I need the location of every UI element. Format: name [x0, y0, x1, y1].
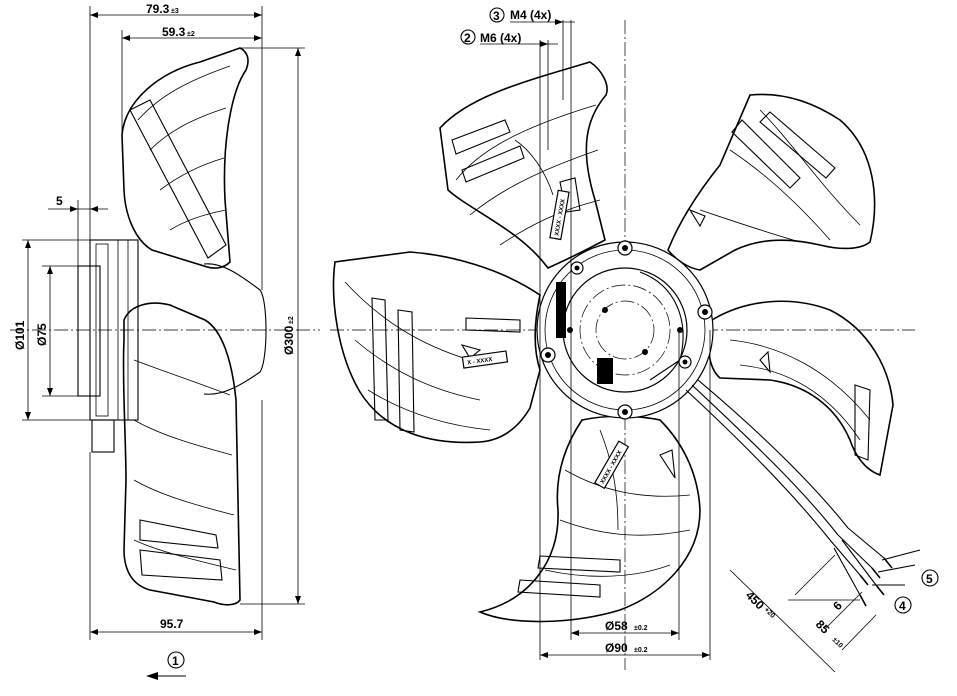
bolt-circle-90	[579, 284, 671, 376]
svg-text:2: 2	[464, 31, 471, 45]
svg-text:3: 3	[493, 9, 500, 23]
motor-stator	[562, 267, 688, 393]
dim-blade-depth-tol: ±2	[187, 31, 195, 38]
side-view: 79.3 ±3 59.3 ±2 5 Ø101 Ø75	[10, 2, 320, 680]
dim-overall-depth: 79.3	[146, 2, 170, 16]
motor-inner	[95, 243, 109, 417]
side-blade-lower	[122, 302, 241, 606]
dim-overall-depth-tol: ±3	[171, 8, 179, 15]
cable-bundle	[685, 379, 921, 607]
terminal-cover	[639, 271, 684, 381]
dim-cable-length: 450	[743, 588, 767, 612]
dim-cable-length-tol: +20	[763, 606, 776, 619]
blade-lower-right	[707, 300, 894, 477]
callout-4	[894, 596, 912, 614]
dim-fan-diameter-tol: ±2	[288, 316, 295, 324]
callout-3-label: M4 (4x)	[510, 8, 551, 22]
svg-text:5: 5	[926, 572, 933, 586]
svg-text:1: 1	[172, 654, 179, 668]
brand-label	[556, 282, 566, 338]
dim-bolt-circle-58-tol: ±0.2	[634, 625, 648, 632]
side-blade-upper	[121, 47, 249, 269]
blade-top	[439, 61, 608, 269]
svg-text:4: 4	[899, 599, 906, 613]
dim-bolt-circle-90: Ø90	[605, 641, 628, 655]
mounting-bolts	[540, 240, 713, 420]
dim-fan-diameter: Ø300	[282, 325, 296, 355]
bolt-circle-58	[595, 300, 655, 360]
motor-flange	[77, 265, 101, 397]
dim-side-width: 95.7	[160, 617, 184, 631]
callout-2	[460, 29, 476, 45]
blade-bottom	[477, 415, 701, 623]
blade-upper-right	[667, 93, 876, 271]
cable-gland	[91, 419, 115, 453]
front-view: X - XXXX XXXX - XXXX XXXX - XXXX Ø58 ±0.…	[330, 7, 939, 673]
callout-1	[167, 651, 185, 669]
nose-cone	[203, 263, 267, 395]
dim-gap: 5	[56, 194, 63, 208]
type-label-plate	[597, 358, 613, 384]
dim-blade-depth: 59.3	[162, 25, 186, 39]
blade-mark-left: X - XXXX	[467, 357, 493, 366]
callout-5	[921, 569, 939, 587]
dim-lead-length-tol: ±10	[831, 636, 844, 649]
callout-2-label: M6 (4x)	[480, 31, 521, 45]
dim-lead-length: 85	[813, 617, 833, 637]
dim-bolt-circle-58: Ø58	[605, 619, 628, 633]
dim-bolt-circle-90-tol: ±0.2	[634, 647, 648, 654]
dim-hub-diameter: Ø101	[13, 320, 27, 350]
dim-shaft-diameter: Ø75	[35, 323, 49, 346]
blade-left	[332, 251, 541, 444]
callout-3	[489, 7, 505, 23]
